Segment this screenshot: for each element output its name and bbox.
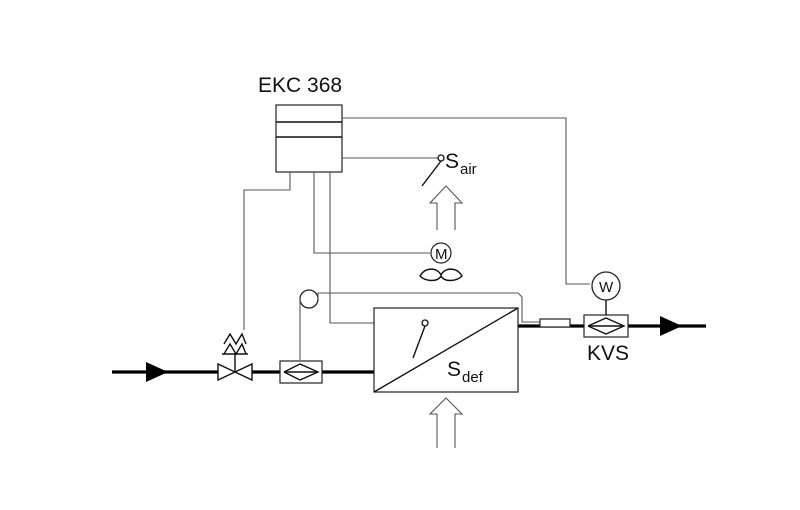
defrost-sensor-symbol: S — [447, 358, 461, 381]
defrost-sensor-subscript: def — [462, 369, 484, 386]
inlet-flow-arrow-icon — [146, 362, 168, 382]
capillary-line — [299, 289, 542, 360]
outlet-flow-arrow-icon — [660, 316, 682, 336]
fan-motor-symbol: M — [435, 246, 448, 263]
air-sensor-symbol: S — [445, 150, 459, 173]
airflow-arrow-lower — [428, 397, 464, 448]
liquid-line-component — [279, 360, 323, 384]
evaporator-box — [373, 307, 519, 393]
airflow-arrow-upper — [428, 185, 464, 230]
control-wires — [243, 117, 590, 330]
fan-motor-icon — [419, 242, 463, 282]
expansion-valve-icon — [217, 332, 253, 382]
valve-label: KVS — [587, 342, 629, 365]
kvs-valve-icon — [583, 271, 629, 338]
defrost-sensor — [412, 319, 429, 359]
suction-sensor-pocket — [539, 318, 571, 328]
valve-actuator-symbol: W — [599, 279, 614, 296]
air-sensor-subscript: air — [460, 161, 477, 178]
controller-box — [275, 104, 343, 173]
controller-label: EKC 368 — [258, 74, 342, 97]
air-sensor — [421, 154, 445, 187]
